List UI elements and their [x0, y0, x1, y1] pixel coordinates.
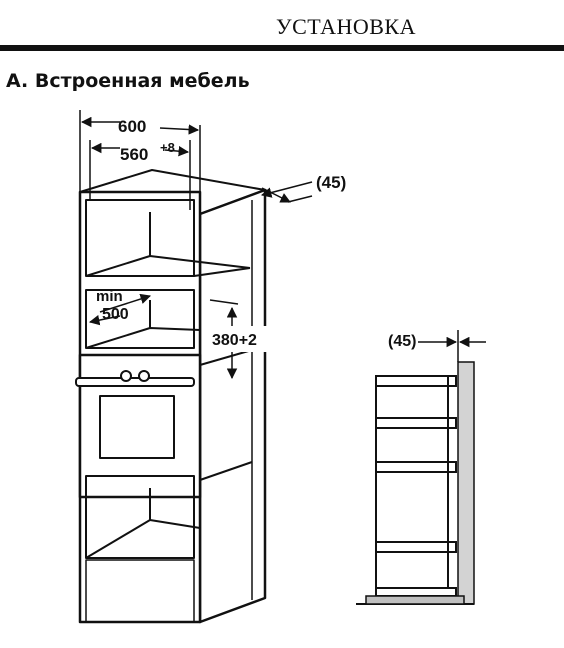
width-label: 600: [118, 117, 146, 136]
cabinet-drawing: [75, 169, 267, 624]
min-label: min: [96, 288, 123, 305]
depth-gap-label: (45): [316, 173, 346, 192]
dimension-lines: [79, 110, 313, 380]
section-heading: A. Встроенная мебель: [6, 70, 250, 92]
inner-width-tolerance: +8: [160, 140, 175, 155]
side-view-drawing: [356, 330, 486, 605]
page-header-title: УСТАНОВКА: [276, 14, 416, 39]
side-gap-label: (45): [388, 333, 416, 350]
inner-width-label: 560: [120, 145, 148, 164]
min-depth-label: 500: [102, 306, 129, 323]
niche-height-label: 380+2: [212, 332, 257, 349]
header-rule: [0, 45, 564, 51]
